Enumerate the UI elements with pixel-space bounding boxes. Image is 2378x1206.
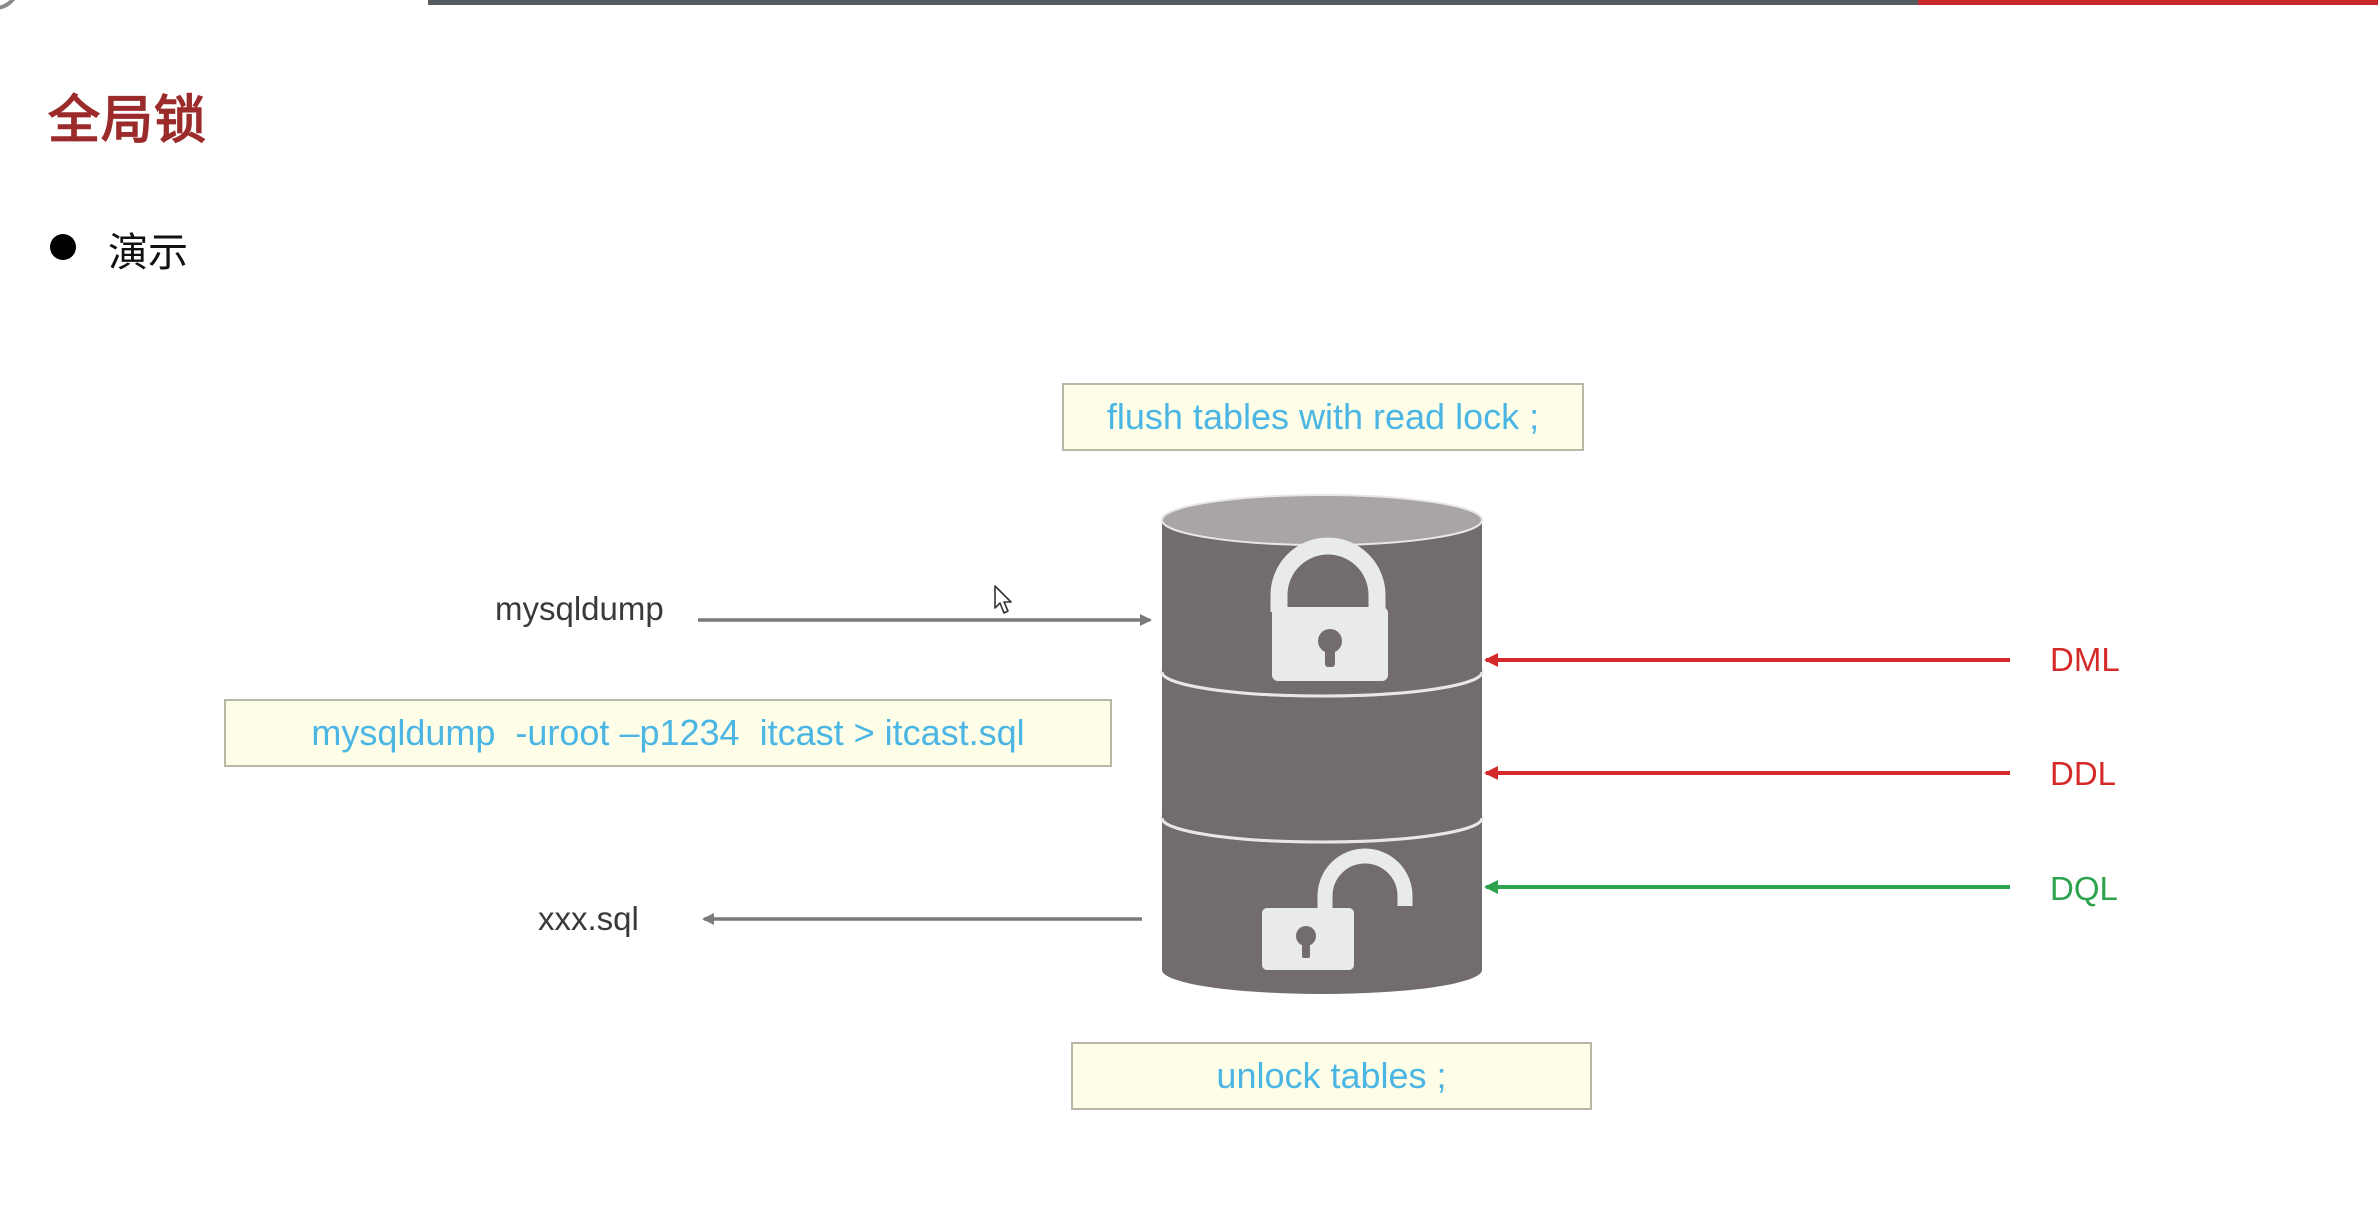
flush-tables-command: flush tables with read lock ;: [1062, 383, 1584, 451]
ddl-label: DDL: [2050, 755, 2117, 792]
cylinder-segment-middle: [1162, 672, 1482, 842]
bullet-text: 演示: [108, 230, 188, 276]
dql-label: DQL: [2050, 870, 2118, 907]
unlocked-padlock-icon: [1262, 848, 1413, 970]
output-file-label: xxx.sql: [538, 900, 639, 937]
dml-label: DML: [2050, 641, 2120, 678]
cylinder-top: [1161, 494, 1483, 546]
bullet-dot: [50, 234, 76, 260]
top-progress-bar: [428, 0, 1918, 5]
top-accent-bar: [1918, 0, 2378, 5]
page-title: 全局锁: [48, 91, 208, 151]
locked-padlock-icon: [1270, 537, 1388, 681]
mysqldump-command: mysqldump -uroot –p1234 itcast > itcast.…: [224, 699, 1112, 767]
mysqldump-label: mysqldump: [495, 590, 664, 627]
unlock-tables-command: unlock tables ;: [1071, 1042, 1592, 1110]
mouse-cursor-icon: [994, 585, 1012, 614]
